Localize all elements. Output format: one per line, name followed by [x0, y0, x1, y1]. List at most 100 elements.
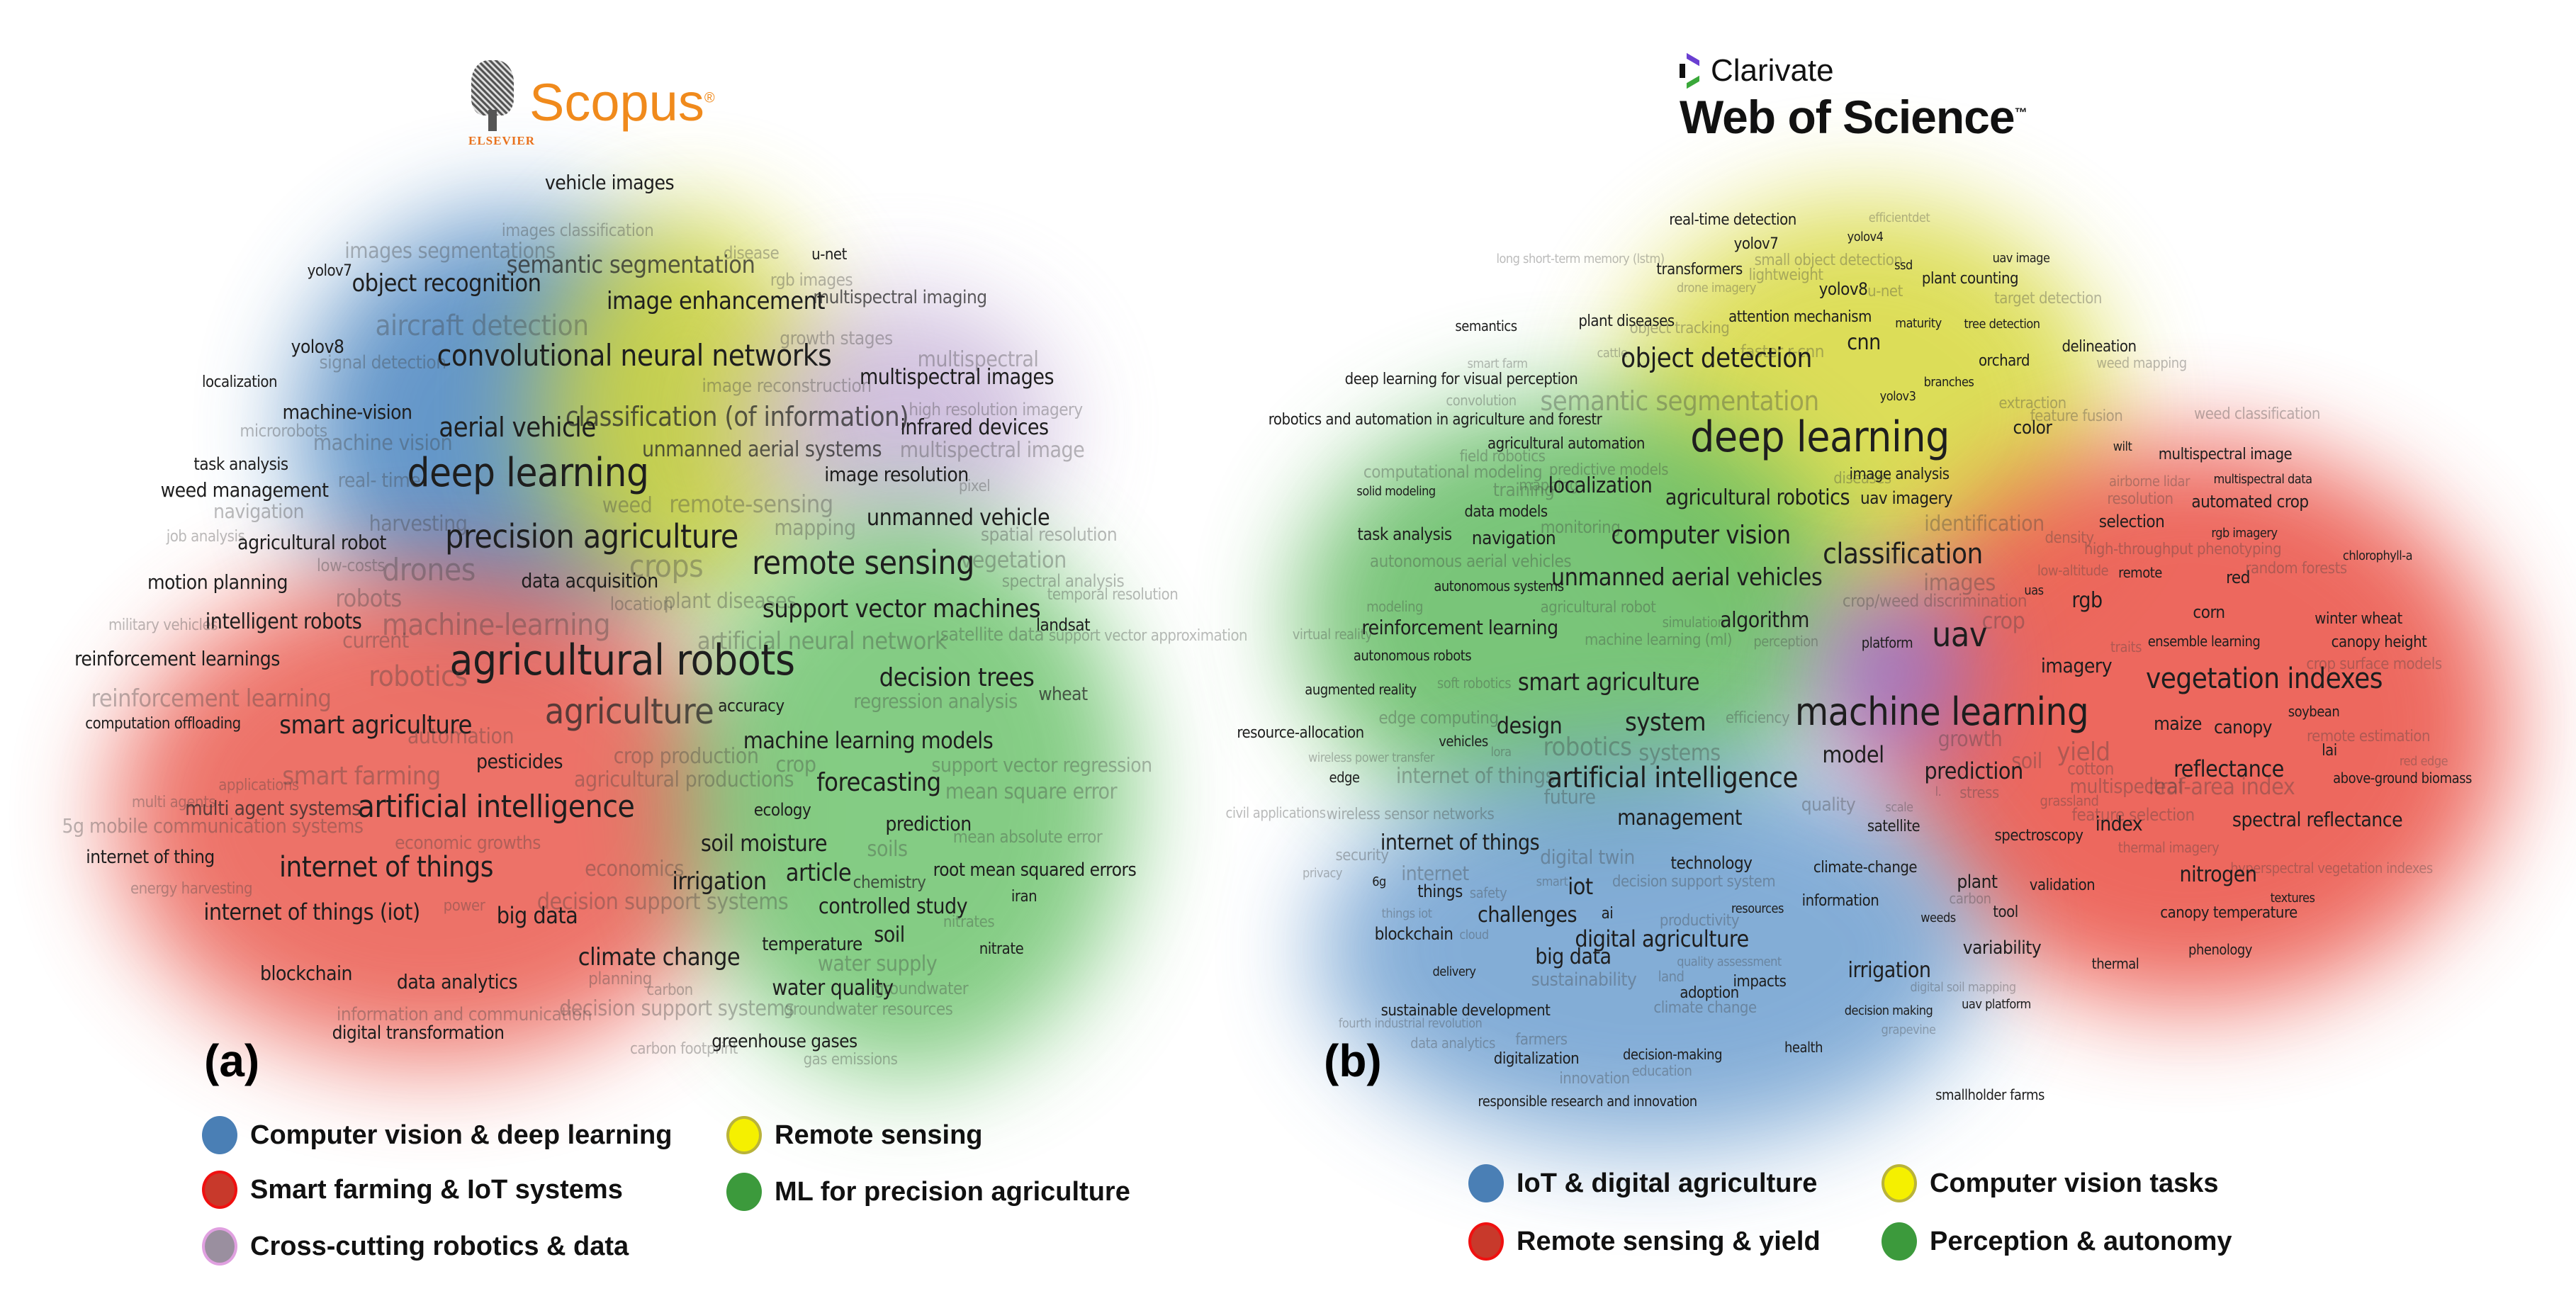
keyword-label: vehicles	[1439, 733, 1488, 750]
keyword-label: design	[1496, 712, 1563, 739]
keyword-label: water quality	[772, 976, 894, 1001]
keyword-label: signal detection	[319, 352, 446, 373]
keyword-label: selection	[2098, 512, 2165, 531]
keyword-label: spectral reflectance	[2232, 808, 2403, 831]
keyword-label: military vehicles	[108, 616, 218, 634]
keyword-label: cattle	[1597, 346, 1628, 361]
keyword-label: ssd	[1894, 258, 1913, 273]
keyword-label: localization	[1548, 473, 1653, 498]
cluster-blob-red	[113, 567, 751, 1063]
keyword-label: digital agriculture	[1575, 925, 1749, 952]
keyword-label: health	[1784, 1039, 1823, 1056]
keyword-label: field robotics	[1459, 448, 1546, 466]
legend-item-smart-farming: Smart farming & IoT systems	[202, 1171, 623, 1209]
keyword-label: systems	[1638, 739, 1721, 766]
keyword-label: multispectral data	[2213, 472, 2312, 487]
keyword-label: multispectral image	[2158, 446, 2293, 463]
keyword-label: sustainable development	[1380, 1002, 1551, 1020]
keyword-label: soil	[2011, 749, 2042, 774]
keyword-label: resolution	[2107, 490, 2173, 508]
keyword-label: sustainability	[1531, 969, 1637, 991]
keyword-label: image reconstruction	[702, 376, 872, 397]
keyword-label: images	[1923, 569, 1996, 596]
keyword-label: irrigation	[1847, 958, 1931, 983]
keyword-label: agricultural robots	[449, 636, 795, 685]
keyword-label: autonomous robots	[1353, 647, 1472, 664]
keyword-label: future	[1543, 785, 1596, 808]
keyword-label: index	[2095, 812, 2143, 835]
keyword-label: internet of things	[1395, 764, 1556, 789]
keyword-label: privacy	[1303, 866, 1342, 881]
scopus-logo: ELSEVIER Scopus®	[468, 60, 715, 147]
cluster-dot-red-icon	[1468, 1222, 1504, 1261]
keyword-label: deep learning	[1690, 412, 1950, 462]
keyword-label: computer vision	[1611, 521, 1791, 550]
keyword-label: image enhancement	[607, 287, 825, 315]
keyword-label: machine learning (ml)	[1584, 631, 1733, 649]
keyword-label: resources	[1731, 901, 1784, 916]
keyword-label: thermal	[2091, 955, 2139, 972]
keyword-label: precision agriculture	[445, 517, 738, 556]
keyword-label: energy harvesting	[130, 880, 253, 898]
keyword-label: iot	[1568, 873, 1593, 900]
keyword-label: reinforcement learning	[91, 684, 332, 713]
keyword-label: computational modeling	[1363, 462, 1543, 482]
keyword-label: weed	[602, 493, 653, 518]
keyword-label: management	[1617, 806, 1742, 830]
keyword-label: robotics	[369, 660, 468, 693]
scopus-wordmark: Scopus®	[529, 73, 715, 132]
keyword-label: yield	[2057, 738, 2110, 767]
keyword-label: ensemble learning	[2147, 633, 2261, 650]
keyword-label: textures	[2270, 891, 2315, 906]
keyword-label: yolov8	[1818, 279, 1868, 299]
keyword-label: information and communication	[336, 1004, 592, 1025]
keyword-label: landsat	[1035, 615, 1091, 635]
legend-item-computer-vision: Computer vision & deep learning	[202, 1116, 672, 1154]
keyword-label: images classification	[501, 220, 654, 240]
keyword-label: smart farm	[1467, 356, 1528, 371]
keyword-label: water supply	[817, 952, 938, 976]
keyword-label: irrigation	[672, 867, 767, 896]
keyword-label: fourth industrial revolution	[1338, 1016, 1483, 1031]
keyword-label: delineation	[2062, 338, 2137, 356]
keyword-label: things	[1417, 881, 1463, 901]
cluster-blob-green	[680, 510, 1134, 1077]
keyword-label: real- time	[337, 468, 421, 492]
keyword-label: l.	[1935, 784, 1942, 799]
cluster-dot-blue-icon	[202, 1116, 237, 1154]
keyword-label: blockchain	[259, 962, 353, 985]
keyword-label: disease	[723, 243, 780, 263]
keyword-label: wireless power transfer	[1307, 750, 1435, 765]
keyword-label: soybean	[2288, 703, 2340, 720]
keyword-label: airborne lidar	[2109, 473, 2190, 490]
keyword-label: chlorophyll-a	[2342, 548, 2413, 563]
keyword-label: remote	[2118, 564, 2162, 581]
keyword-label: things iot	[1381, 906, 1433, 921]
legend-item-perception-autonomy: Perception & autonomy	[1882, 1222, 2232, 1261]
keyword-label: imagery	[2040, 654, 2113, 677]
keyword-label: corn	[2193, 602, 2225, 622]
keyword-label: support vector machines	[762, 595, 1041, 624]
keyword-label: traits	[2110, 638, 2142, 655]
keyword-label: digital transformation	[332, 1022, 505, 1044]
keyword-label: internet of things (iot)	[203, 898, 420, 925]
keyword-label: simulation	[1662, 614, 1726, 631]
keyword-label: iran	[1011, 888, 1037, 906]
keyword-label: semantic segmentation	[506, 251, 755, 279]
keyword-label: cotton	[2067, 759, 2114, 779]
keyword-label: localization	[201, 373, 278, 391]
keyword-label: machine learning models	[743, 727, 994, 754]
keyword-label: extraction	[1998, 395, 2066, 412]
keyword-label: convolutional neural networks	[437, 338, 832, 373]
keyword-label: data analytics	[1410, 1035, 1495, 1052]
keyword-label: leaf-area index	[2148, 773, 2295, 800]
keyword-label: autonomous systems	[1434, 577, 1564, 595]
keyword-label: target detection	[1994, 290, 2102, 308]
keyword-label: smart agriculture	[1517, 668, 1700, 697]
keyword-label: low-altitude	[2037, 562, 2109, 579]
keyword-label: internet of thing	[86, 847, 215, 868]
keyword-label: uav imagery	[1860, 488, 1952, 508]
keyword-label: vehicle images	[544, 171, 675, 194]
keyword-label: automation	[407, 724, 514, 749]
